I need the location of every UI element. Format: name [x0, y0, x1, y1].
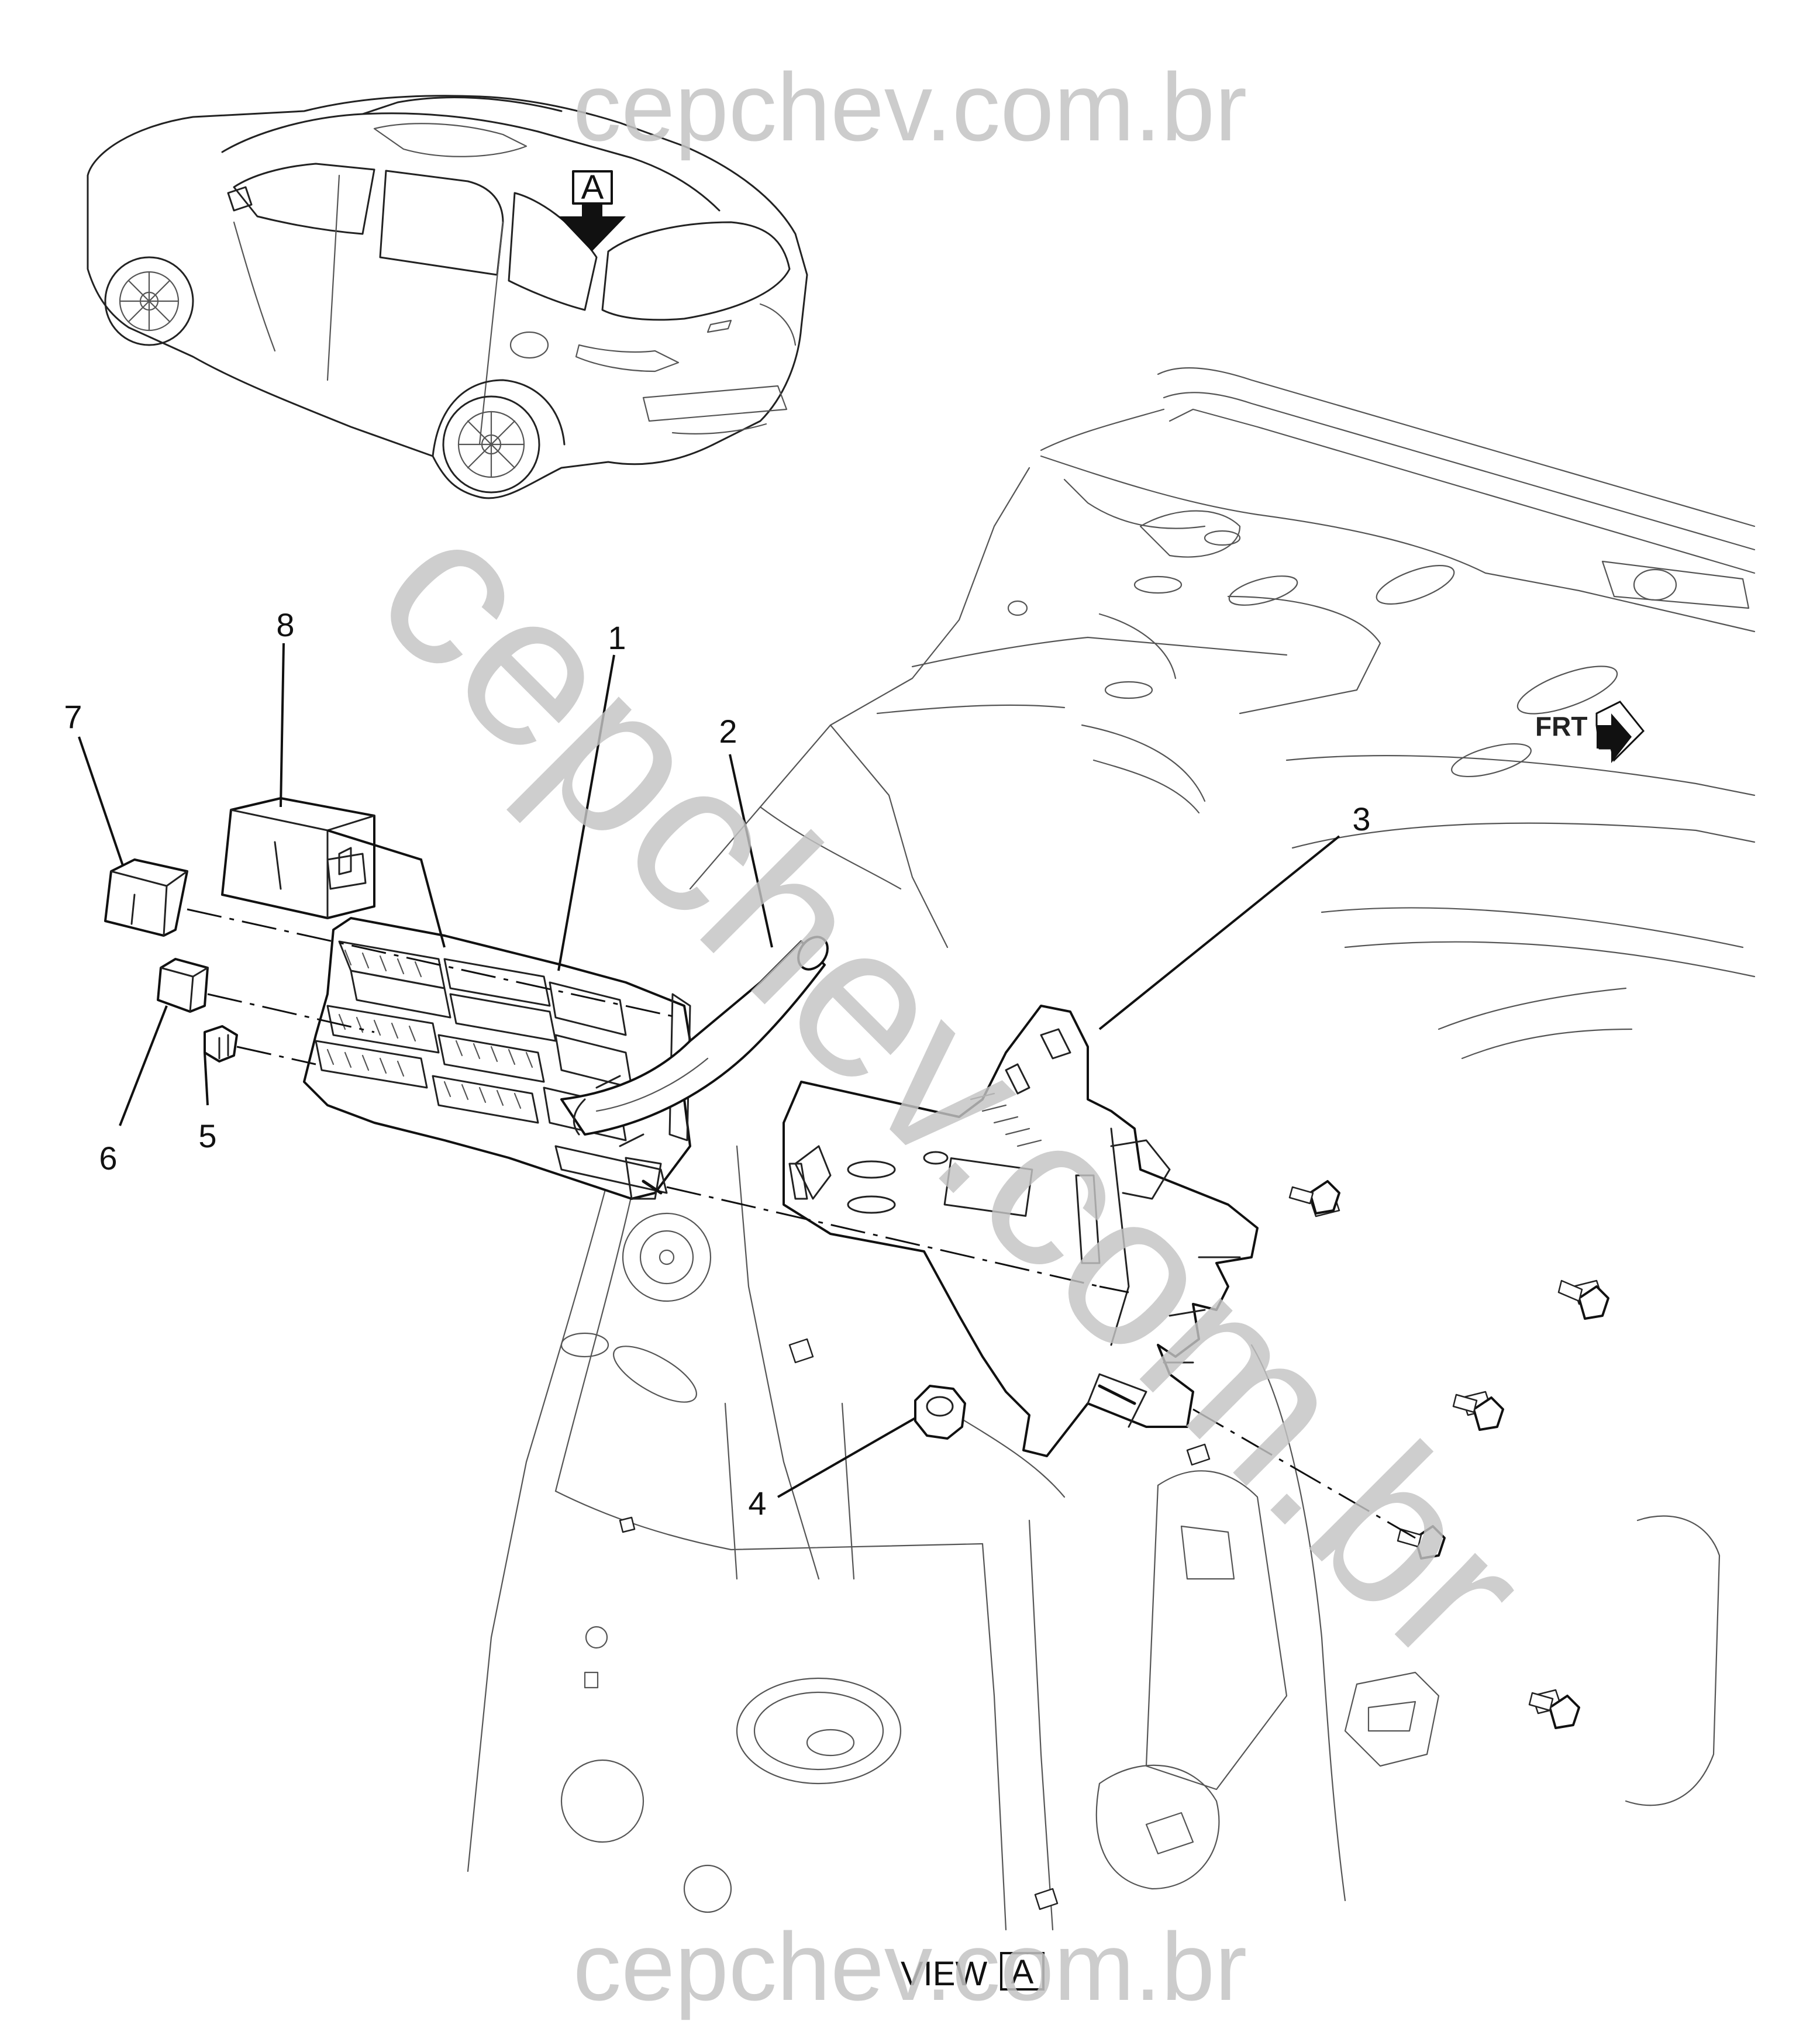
part-5-fuse: [204, 1025, 238, 1063]
view-label-letter: A: [1011, 1953, 1034, 1991]
bolt: [1452, 1393, 1504, 1431]
view-indicator-letter: A: [581, 168, 604, 206]
callout-6: 6: [99, 1140, 117, 1177]
callout-8: 8: [276, 606, 294, 643]
callout-4: 4: [748, 1485, 766, 1522]
bolt: [1557, 1279, 1609, 1320]
part-3-mounting-bracket: [783, 1005, 1259, 1457]
front-label: FRT: [1535, 711, 1587, 741]
bolt: [1528, 1692, 1580, 1729]
vehicle-locator-illustration: A: [87, 95, 808, 499]
view-direction-arrow-icon: [559, 203, 626, 251]
part-6-mini-relay: [157, 958, 209, 1013]
front-direction-indicator: FRT: [1535, 701, 1645, 763]
watermark-bottom: cepchev.com.br: [573, 1913, 1247, 2020]
view-a-label: VIEW A: [901, 1952, 1045, 1993]
front-arrow-icon: [1597, 713, 1632, 763]
callout-1: 1: [608, 619, 626, 656]
assembly-lines: [187, 829, 1416, 1539]
callout-5: 5: [198, 1117, 216, 1154]
part-4-nut: [914, 1385, 966, 1440]
view-label-box: [1000, 1952, 1045, 1991]
bracket-bolts: [1288, 1180, 1609, 1729]
callout-7: 7: [64, 698, 82, 735]
part-8-relay: [221, 797, 375, 919]
part-2-wiring-harness: [560, 936, 829, 1147]
callout-numbers: 1 2 3 4 5 6 7 8: [64, 606, 1370, 1522]
part-1-fuse-block: [303, 917, 691, 1200]
body-structure-linework: [467, 367, 1756, 1931]
callout-leaders: [78, 643, 1340, 1498]
callout-3: 3: [1352, 801, 1370, 837]
view-a-box: [572, 170, 613, 205]
callout-2: 2: [719, 713, 737, 750]
bolt: [1397, 1525, 1446, 1560]
view-label-text: VIEW: [901, 1955, 987, 1993]
part-7-relay: [104, 858, 188, 937]
watermark-top: cepchev.com.br: [573, 53, 1247, 161]
bolt: [1288, 1180, 1340, 1215]
